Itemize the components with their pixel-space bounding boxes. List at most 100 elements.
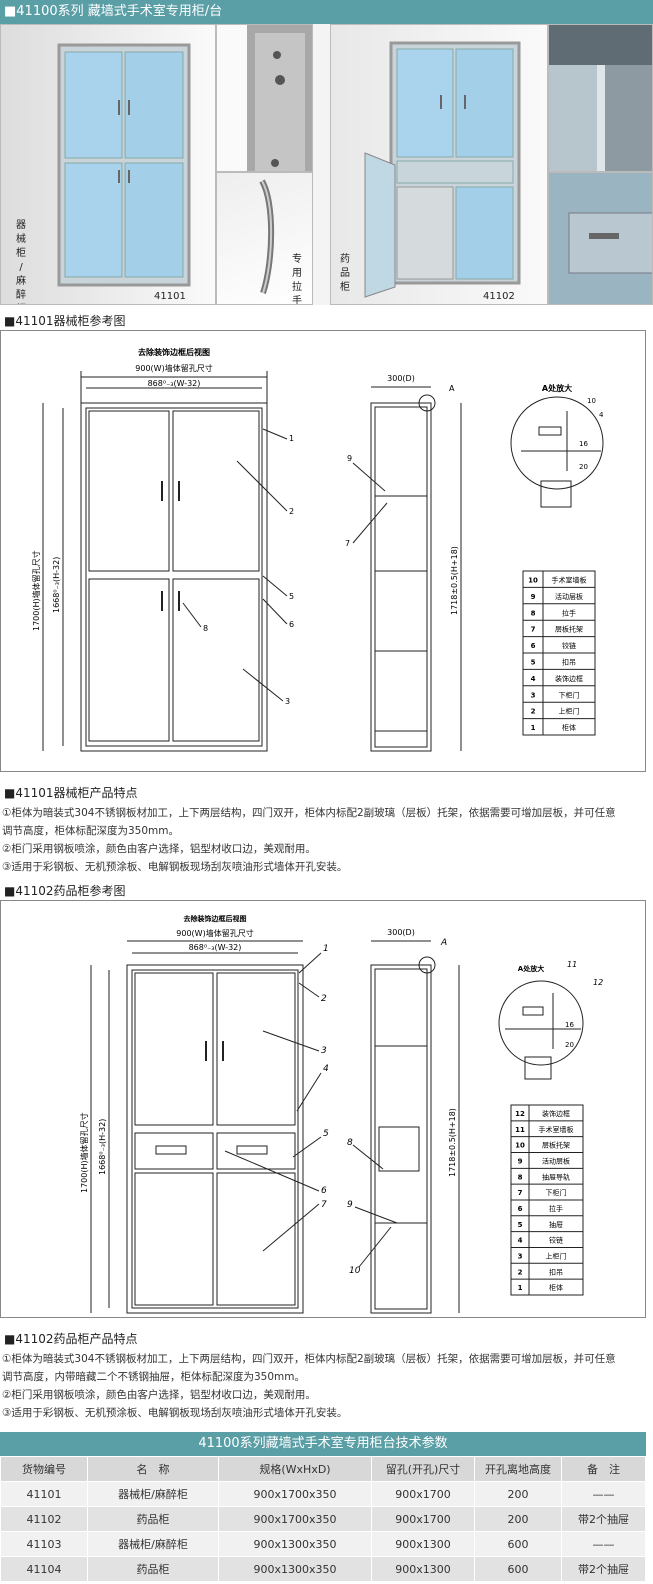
legend-number: 2	[518, 1268, 523, 1276]
section-title-features1: ■41101器械柜产品特点	[4, 786, 138, 800]
col-header: 备 注	[561, 1456, 646, 1482]
svg-text:4: 4	[323, 1064, 329, 1074]
spec-table-title: 41100系列藏墙式手术室专用柜台技术参数	[0, 1432, 646, 1456]
svg-text:8: 8	[203, 624, 208, 633]
legend-number: 11	[515, 1126, 525, 1134]
legend-name: 铰链	[562, 641, 576, 650]
legend-name: 下柜门	[546, 1188, 567, 1197]
feature-line: ①柜体为暗装式304不锈钢板材加工，上下两层结构，四门双开，柜体内标配2副玻璃（…	[2, 1353, 616, 1365]
svg-text:5: 5	[289, 592, 294, 601]
legend-name: 活动层板	[555, 592, 583, 601]
photo-code-41101: 41101	[154, 291, 186, 302]
dim-depth: 300(D)	[387, 928, 415, 937]
photo-code-41102: 41102	[483, 291, 515, 302]
legend-number: 7	[518, 1189, 523, 1197]
legend-number: 9	[518, 1158, 523, 1166]
reference-drawing-41102: 去除装饰边框后视图 900(W)墙体留孔尺寸 868⁰₋₃(W-32) 300(…	[0, 900, 646, 1318]
drawing-41101: 去除装饰边框后视图 900(W)墙体留孔尺寸 868⁰₋₃(W-32) 300(…	[31, 347, 604, 752]
feature-line: 调节高度，柜体标配深度为350mm。	[2, 825, 179, 837]
dim-height-inner: 1668⁰₋₃(H-32)	[52, 557, 61, 613]
legend-name: 拉手	[549, 1204, 563, 1213]
detail-title: A处放大	[542, 383, 572, 393]
svg-text:11: 11	[567, 960, 577, 969]
photo-label-handle: 专用拉手	[292, 254, 302, 305]
legend-name: 扣吊	[549, 1267, 563, 1276]
legend-name: 层板托架	[555, 625, 583, 634]
dim-depth: 300(D)	[387, 374, 415, 383]
legend-name: 下柜门	[559, 690, 580, 699]
spec-table: 货物编号 名 称 规格(WxHxD) 留孔(开孔)尺寸 开孔离地高度 备 注 4…	[0, 1456, 646, 1582]
legend-number: 1	[531, 724, 536, 732]
legend-number: 5	[531, 658, 536, 666]
features-41101: ①柜体为暗装式304不锈钢板材加工，上下两层结构，四门双开，柜体内标配2副玻璃（…	[0, 804, 653, 876]
legend-number: 8	[518, 1173, 523, 1181]
dim-height-outer: 1700(H)墙体留孔尺寸	[31, 550, 41, 631]
svg-text:4: 4	[599, 411, 604, 419]
feature-line: ③适用于彩钢板、无机预涂板、电解钢板现场刮灰喷油形式墙体开孔安装。	[2, 861, 348, 873]
legend-number: 7	[531, 626, 536, 634]
detail-title: A处放大	[518, 964, 544, 973]
svg-text:3: 3	[285, 697, 290, 706]
svg-text:10: 10	[349, 1266, 361, 1276]
legend-number: 4	[518, 1237, 523, 1245]
svg-text:A: A	[449, 384, 455, 393]
legend-name: 抽屉	[549, 1220, 563, 1229]
dim-top-title: 去除装饰边框后视图	[184, 914, 247, 923]
svg-text:6: 6	[289, 620, 294, 629]
legend-name: 装饰边框	[555, 674, 583, 683]
photo-41101: 41101 器械柜/麻醉柜	[0, 24, 216, 305]
svg-text:12: 12	[593, 978, 603, 987]
legend-name: 柜体	[549, 1283, 563, 1292]
col-header: 规格(WxHxD)	[218, 1456, 372, 1482]
legend-name: 拉手	[562, 608, 576, 617]
legend-name: 扣吊	[562, 657, 576, 666]
legend-number: 4	[531, 675, 536, 683]
feature-line: ②柜门采用钢板喷涂，颜色由客户选择，铝型材收口边，美观耐用。	[2, 843, 316, 855]
legend-name: 柜体	[562, 723, 576, 732]
legend-number: 3	[518, 1253, 523, 1261]
feature-line: ②柜门采用钢板喷涂，颜色由客户选择，铝型材收口边，美观耐用。	[2, 1389, 316, 1401]
legend-name: 层板托架	[542, 1141, 570, 1150]
section-title-drawing2: ■41102药品柜参考图	[4, 884, 126, 898]
dim-inner-width: 868⁰₋₃(W-32)	[189, 943, 242, 952]
legend-name: 铰链	[549, 1236, 563, 1245]
svg-text:2: 2	[289, 507, 294, 516]
feature-line: ①柜体为暗装式304不锈钢板材加工，上下两层结构，四门双开，柜体内标配2副玻璃（…	[2, 807, 616, 819]
dim-height-outer: 1700(H)墙体留孔尺寸	[79, 1112, 89, 1193]
legend-name: 抽屉导轨	[542, 1172, 570, 1181]
feature-line: ③适用于彩钢板、无机预涂板、电解钢板现场刮灰喷油形式墙体开孔安装。	[2, 1407, 348, 1419]
photo-label-41102: 药品柜	[340, 254, 350, 293]
page-title: ■41100系列 藏墙式手术室专用柜/台	[0, 0, 653, 24]
svg-text:16: 16	[565, 1021, 574, 1029]
svg-text:8: 8	[347, 1138, 353, 1148]
legend-number: 5	[518, 1221, 523, 1229]
dim-top-title: 去除装饰边框后视图	[138, 347, 210, 357]
legend-name: 上柜门	[546, 1252, 567, 1261]
legend-number: 2	[531, 708, 536, 716]
photo-handle: 专用拉手	[216, 172, 313, 305]
photo-hinge	[216, 24, 313, 172]
dim-inner-width: 868⁰₋₃(W-32)	[148, 379, 201, 388]
legend-number: 6	[531, 642, 536, 650]
legend-name: 装饰边框	[542, 1109, 570, 1118]
svg-text:6: 6	[321, 1186, 327, 1196]
svg-text:10: 10	[587, 397, 596, 405]
legend-number: 9	[531, 593, 536, 601]
legend-name: 手术室墙板	[539, 1125, 574, 1134]
svg-text:16: 16	[579, 440, 588, 448]
svg-text:5: 5	[323, 1129, 329, 1139]
feature-line: 调节高度，内带暗藏二个不锈钢抽屉，柜体标配深度为350mm。	[2, 1371, 305, 1383]
col-header: 货物编号	[0, 1456, 88, 1482]
dim-width: 900(W)墙体留孔尺寸	[176, 928, 253, 938]
legend-number: 6	[518, 1205, 523, 1213]
photo-frame-detail	[548, 24, 653, 172]
col-header: 开孔离地高度	[474, 1456, 562, 1482]
svg-text:7: 7	[321, 1200, 327, 1210]
section-title-drawing1: ■41101器械柜参考图	[4, 314, 126, 328]
legend-number: 10	[515, 1142, 525, 1150]
legend-number: 12	[515, 1110, 525, 1118]
